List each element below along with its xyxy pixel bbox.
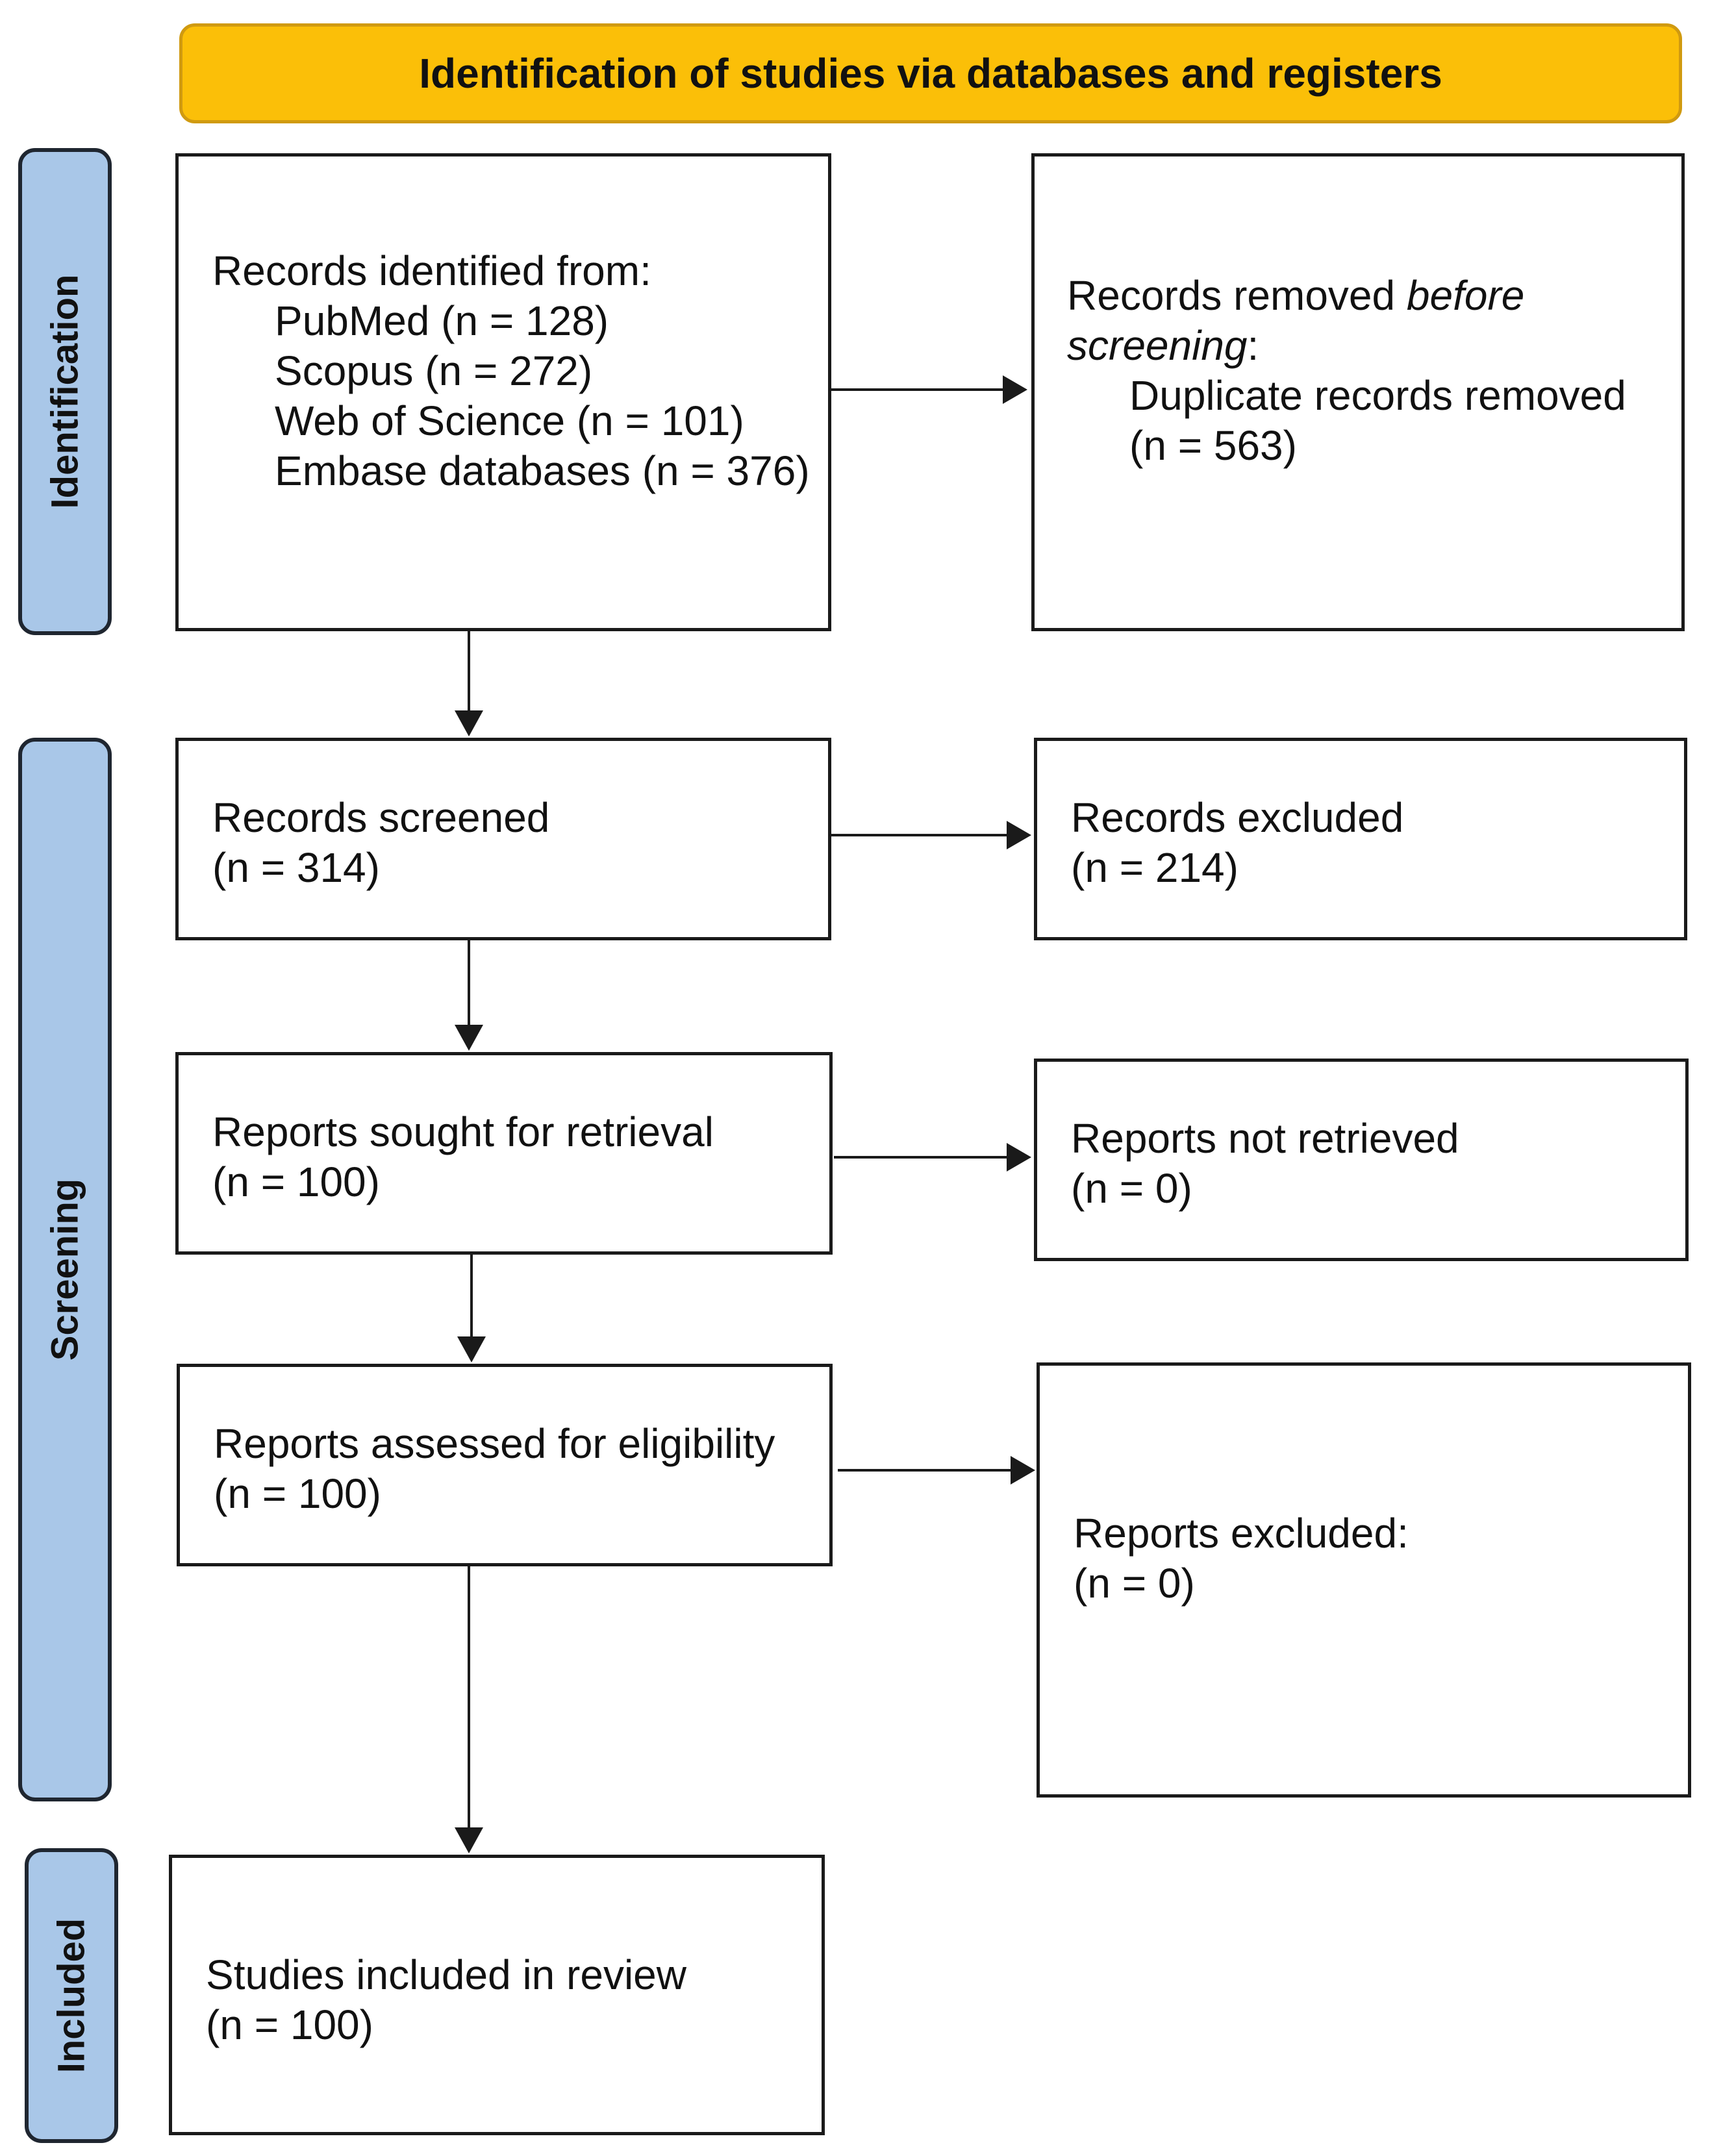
arrow-head-records-excluded xyxy=(1007,821,1031,849)
records-screened-box: Records screened (n = 314) xyxy=(175,738,831,940)
reports-not-retrieved-box: Reports not retrieved (n = 0) xyxy=(1034,1059,1689,1261)
reports-assessed-count: (n = 100) xyxy=(214,1470,381,1517)
reports-sought-label: Reports sought for retrieval xyxy=(212,1109,714,1155)
arrow-head-records-removed xyxy=(1003,375,1027,404)
reports-excluded-label: Reports excluded: xyxy=(1074,1510,1409,1557)
reports-sought-count: (n = 100) xyxy=(212,1159,380,1205)
reports-assessed-label: Reports assessed for eligibility xyxy=(214,1420,775,1467)
records-excluded-box: Records excluded (n = 214) xyxy=(1034,738,1687,940)
arrow-head-reports-not-retrieved xyxy=(1007,1143,1031,1172)
reports-excluded-count: (n = 0) xyxy=(1074,1560,1195,1607)
source-embase: Embase databases (n = 376) xyxy=(275,447,810,494)
studies-included-count: (n = 100) xyxy=(206,2001,373,2048)
reports-excluded-box: Reports excluded: (n = 0) xyxy=(1037,1362,1691,1798)
records-removed-heading-cont: screening: xyxy=(1067,322,1259,369)
arrow-head-reports-excluded xyxy=(1011,1456,1035,1485)
source-pubmed: PubMed (n = 128) xyxy=(275,297,609,344)
reports-not-retrieved-count: (n = 0) xyxy=(1071,1165,1192,1212)
studies-included-label: Studies included in review xyxy=(206,1951,686,1998)
duplicates-removed-count: (n = 563) xyxy=(1129,422,1297,469)
records-removed-heading: Records removed before xyxy=(1067,272,1525,319)
records-identified-title: Records identified from: xyxy=(212,247,651,294)
arrow-head-studies-included xyxy=(455,1827,483,1853)
reports-assessed-box: Reports assessed for eligibility (n = 10… xyxy=(177,1364,833,1566)
reports-not-retrieved-label: Reports not retrieved xyxy=(1071,1115,1459,1162)
phase-identification: Identification xyxy=(18,148,112,635)
arrow-head-reports-assessed xyxy=(457,1336,486,1362)
duplicates-removed-label: Duplicate records removed xyxy=(1129,372,1626,419)
source-web-of-science: Web of Science (n = 101) xyxy=(275,397,744,444)
records-screened-count: (n = 314) xyxy=(212,844,380,891)
source-scopus: Scopus (n = 272) xyxy=(275,347,593,394)
arrow-head-reports-sought xyxy=(455,1025,483,1051)
header-title: Identification of studies via databases … xyxy=(419,50,1442,97)
records-excluded-label: Records excluded xyxy=(1071,794,1404,841)
header-banner: Identification of studies via databases … xyxy=(179,23,1682,123)
phase-included: Included xyxy=(25,1848,118,2143)
reports-sought-box: Reports sought for retrieval (n = 100) xyxy=(175,1052,833,1255)
records-screened-label: Records screened xyxy=(212,794,550,841)
arrow-head-records-screened xyxy=(455,710,483,736)
records-excluded-count: (n = 214) xyxy=(1071,844,1238,891)
records-removed-box: Records removed before screening: Duplic… xyxy=(1031,153,1685,631)
records-identified-box: Records identified from: PubMed (n = 128… xyxy=(175,153,831,631)
studies-included-box: Studies included in review (n = 100) xyxy=(169,1855,825,2135)
phase-screening: Screening xyxy=(18,738,112,1801)
